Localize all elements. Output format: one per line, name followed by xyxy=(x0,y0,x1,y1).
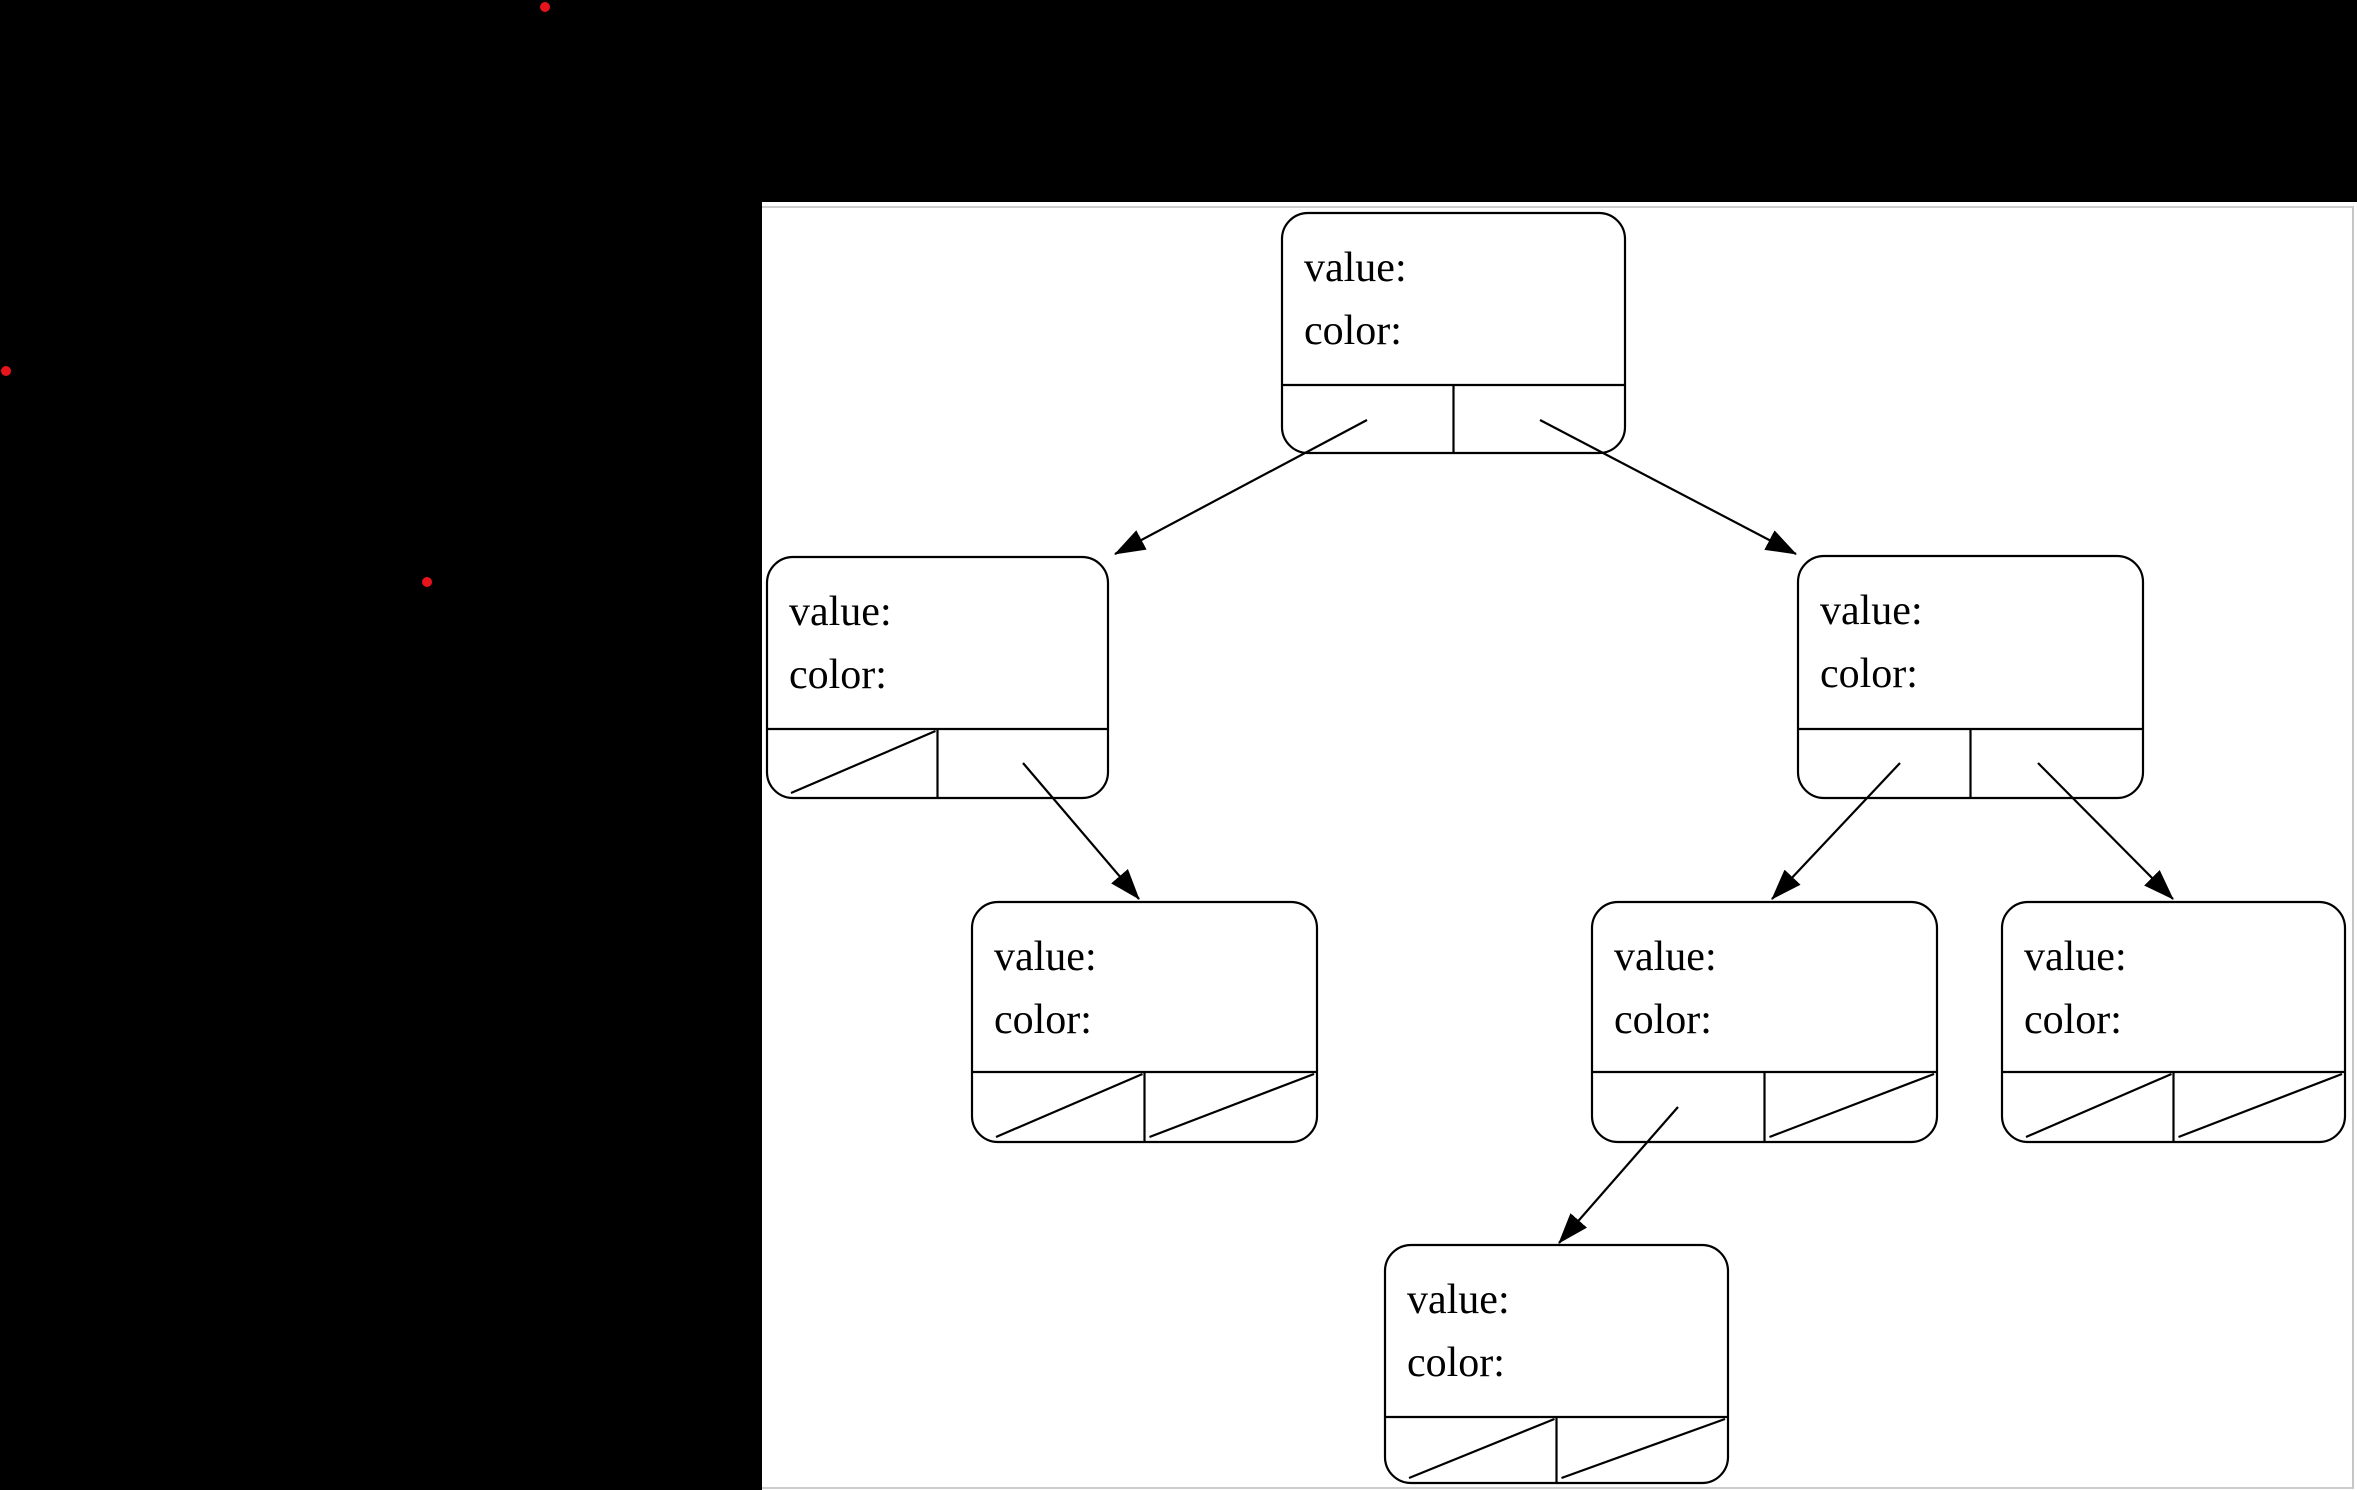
red-dot-1 xyxy=(540,2,550,12)
red-dot-3 xyxy=(422,577,432,587)
color-label: color: xyxy=(1614,997,1712,1043)
arrow-right-left-to-right-left-child xyxy=(1771,762,1901,900)
arrow-left-right-to-left-left-child xyxy=(1022,762,1140,900)
color-label: color: xyxy=(2024,997,2122,1043)
right-null-slash xyxy=(1561,1417,1726,1480)
arrow-right-right-to-right-right-child xyxy=(2037,762,2174,900)
arrows-layer xyxy=(1022,419,2174,1244)
tree-node-left-left-child: value: color: xyxy=(970,900,1319,1144)
value-label: value: xyxy=(1304,245,1407,291)
value-label: value: xyxy=(1614,934,1717,980)
arrow-root-right-to-right-child xyxy=(1539,419,1797,555)
value-label: value: xyxy=(1407,1277,1510,1323)
value-label: value: xyxy=(789,589,892,635)
arrow-rightleft-left-to-bottom-child xyxy=(1558,1106,1679,1244)
arrow-root-left-to-left-child xyxy=(1114,419,1368,555)
color-label: color: xyxy=(1820,651,1918,697)
left-null-slash xyxy=(2025,1072,2172,1139)
right-null-slash xyxy=(1769,1072,1935,1139)
color-label: color: xyxy=(994,997,1092,1043)
right-null-slash xyxy=(1149,1072,1315,1139)
tree-node-root: value: color: xyxy=(1280,211,1627,455)
color-label: color: xyxy=(789,652,887,698)
right-null-slash xyxy=(2178,1072,2343,1139)
value-label: value: xyxy=(1820,588,1923,634)
tree-node-left-child: value: color: xyxy=(765,555,1110,800)
value-label: value: xyxy=(994,934,1097,980)
color-label: color: xyxy=(1407,1340,1505,1386)
red-dot-2 xyxy=(1,366,11,376)
value-label: value: xyxy=(2024,934,2127,980)
tree-node-right-right-child: value: color: xyxy=(2000,900,2347,1144)
left-null-slash xyxy=(995,1072,1143,1139)
tree-node-right-left-child: value: color: xyxy=(1590,900,1939,1144)
left-null-slash xyxy=(790,729,936,795)
left-null-slash xyxy=(1408,1417,1555,1480)
tree-node-right-left-left-child: value: color: xyxy=(1383,1243,1730,1485)
color-label: color: xyxy=(1304,308,1402,354)
tree-node-right-child: value: color: xyxy=(1796,554,2145,800)
nodes-layer: value:color:value:color:value:color:valu… xyxy=(765,211,2347,1485)
